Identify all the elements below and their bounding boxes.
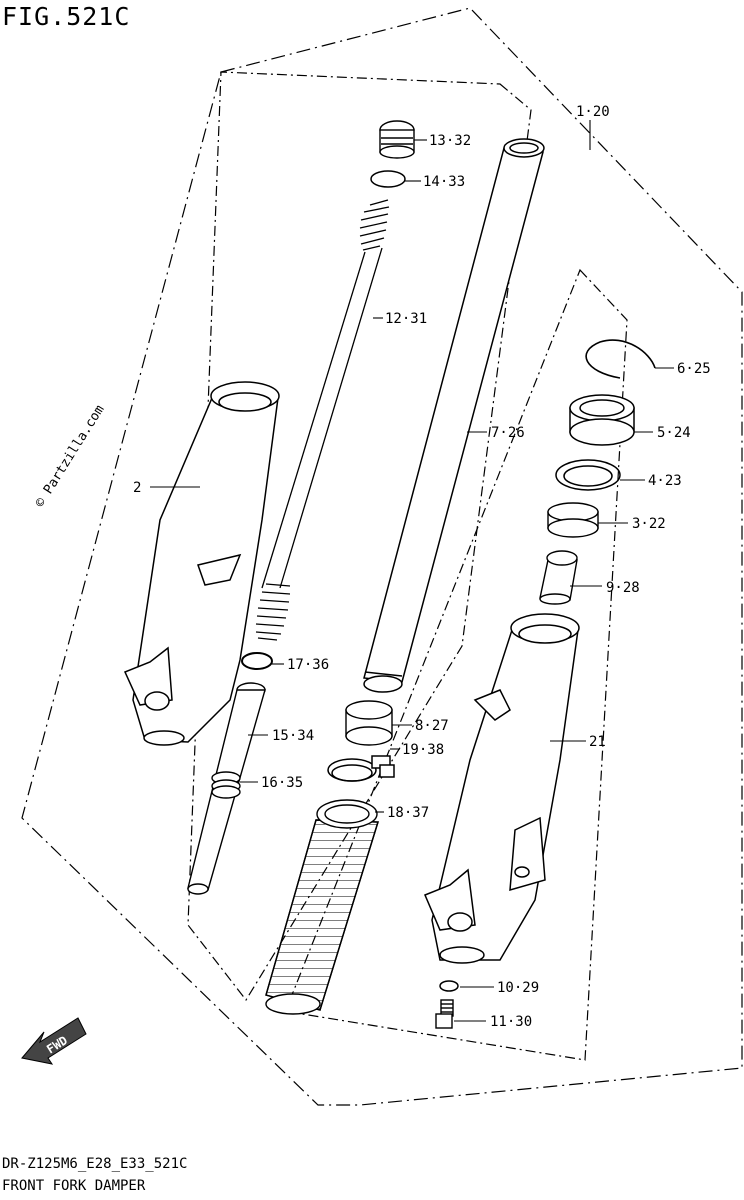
callout-3-22[interactable]: 3·22: [632, 516, 666, 532]
callout-17-36[interactable]: 17·36: [287, 657, 329, 673]
callout-11-30[interactable]: 11·30: [490, 1014, 532, 1030]
callout-19-38[interactable]: 19·38: [402, 742, 444, 758]
boot-clamp: [327, 755, 395, 782]
callout-9-28[interactable]: 9·28: [606, 580, 640, 596]
o-ring: [370, 170, 406, 188]
fork-spring-lower: [255, 583, 291, 641]
circlip: [241, 652, 273, 670]
callout-18-37[interactable]: 18·37: [387, 805, 429, 821]
piston-ring: [211, 771, 241, 799]
callout-14-33[interactable]: 14·33: [423, 174, 465, 190]
callout-21[interactable]: 21: [589, 734, 606, 750]
cap-bolt: [379, 120, 415, 159]
watermark: © Partzilla.com: [33, 402, 108, 510]
oil-seal-washer: [555, 459, 621, 491]
outer-tube-right: [424, 613, 580, 964]
callout-5-24[interactable]: 5·24: [657, 425, 691, 441]
callout-1-20[interactable]: 1·20: [576, 104, 610, 120]
leader-lines: [150, 120, 674, 1022]
damper-bolt: [435, 999, 454, 1029]
callout-labels: 1·20 13·32 14·33 12·31 6·25 7·26 5·24 2 …: [133, 104, 711, 1030]
slide-bushing: [345, 700, 393, 746]
snap-ring: [585, 339, 656, 379]
callout-16-35[interactable]: 16·35: [261, 775, 303, 791]
oil-seal: [569, 394, 635, 446]
footer-name: FRONT FORK DAMPER: [2, 1178, 146, 1194]
guide-bushing: [547, 502, 599, 538]
callout-4-23[interactable]: 4·23: [648, 473, 682, 489]
callout-6-25[interactable]: 6·25: [677, 361, 711, 377]
outer-tube-left: [123, 381, 280, 746]
callout-8-27[interactable]: 8·27: [415, 718, 449, 734]
figure-title: FIG.521C: [2, 2, 131, 31]
fwd-arrow-icon: FWD: [21, 1017, 87, 1065]
callout-7-26[interactable]: 7·26: [491, 425, 525, 441]
gasket: [439, 980, 459, 992]
oil-lock-piece: [539, 550, 578, 605]
dust-boot: [265, 799, 379, 1015]
callout-10-29[interactable]: 10·29: [497, 980, 539, 996]
callout-15-34[interactable]: 15·34: [272, 728, 314, 744]
callout-13-32[interactable]: 13·32: [429, 133, 471, 149]
fork-spring-upper: [261, 199, 390, 589]
assembly-boundary: [21, 7, 743, 1106]
callout-12-31[interactable]: 12·31: [385, 311, 427, 327]
footer-code: DR-Z125M6_E28_E33_521C: [2, 1156, 188, 1172]
inner-tube: [363, 138, 545, 693]
callout-2[interactable]: 2: [133, 480, 141, 496]
